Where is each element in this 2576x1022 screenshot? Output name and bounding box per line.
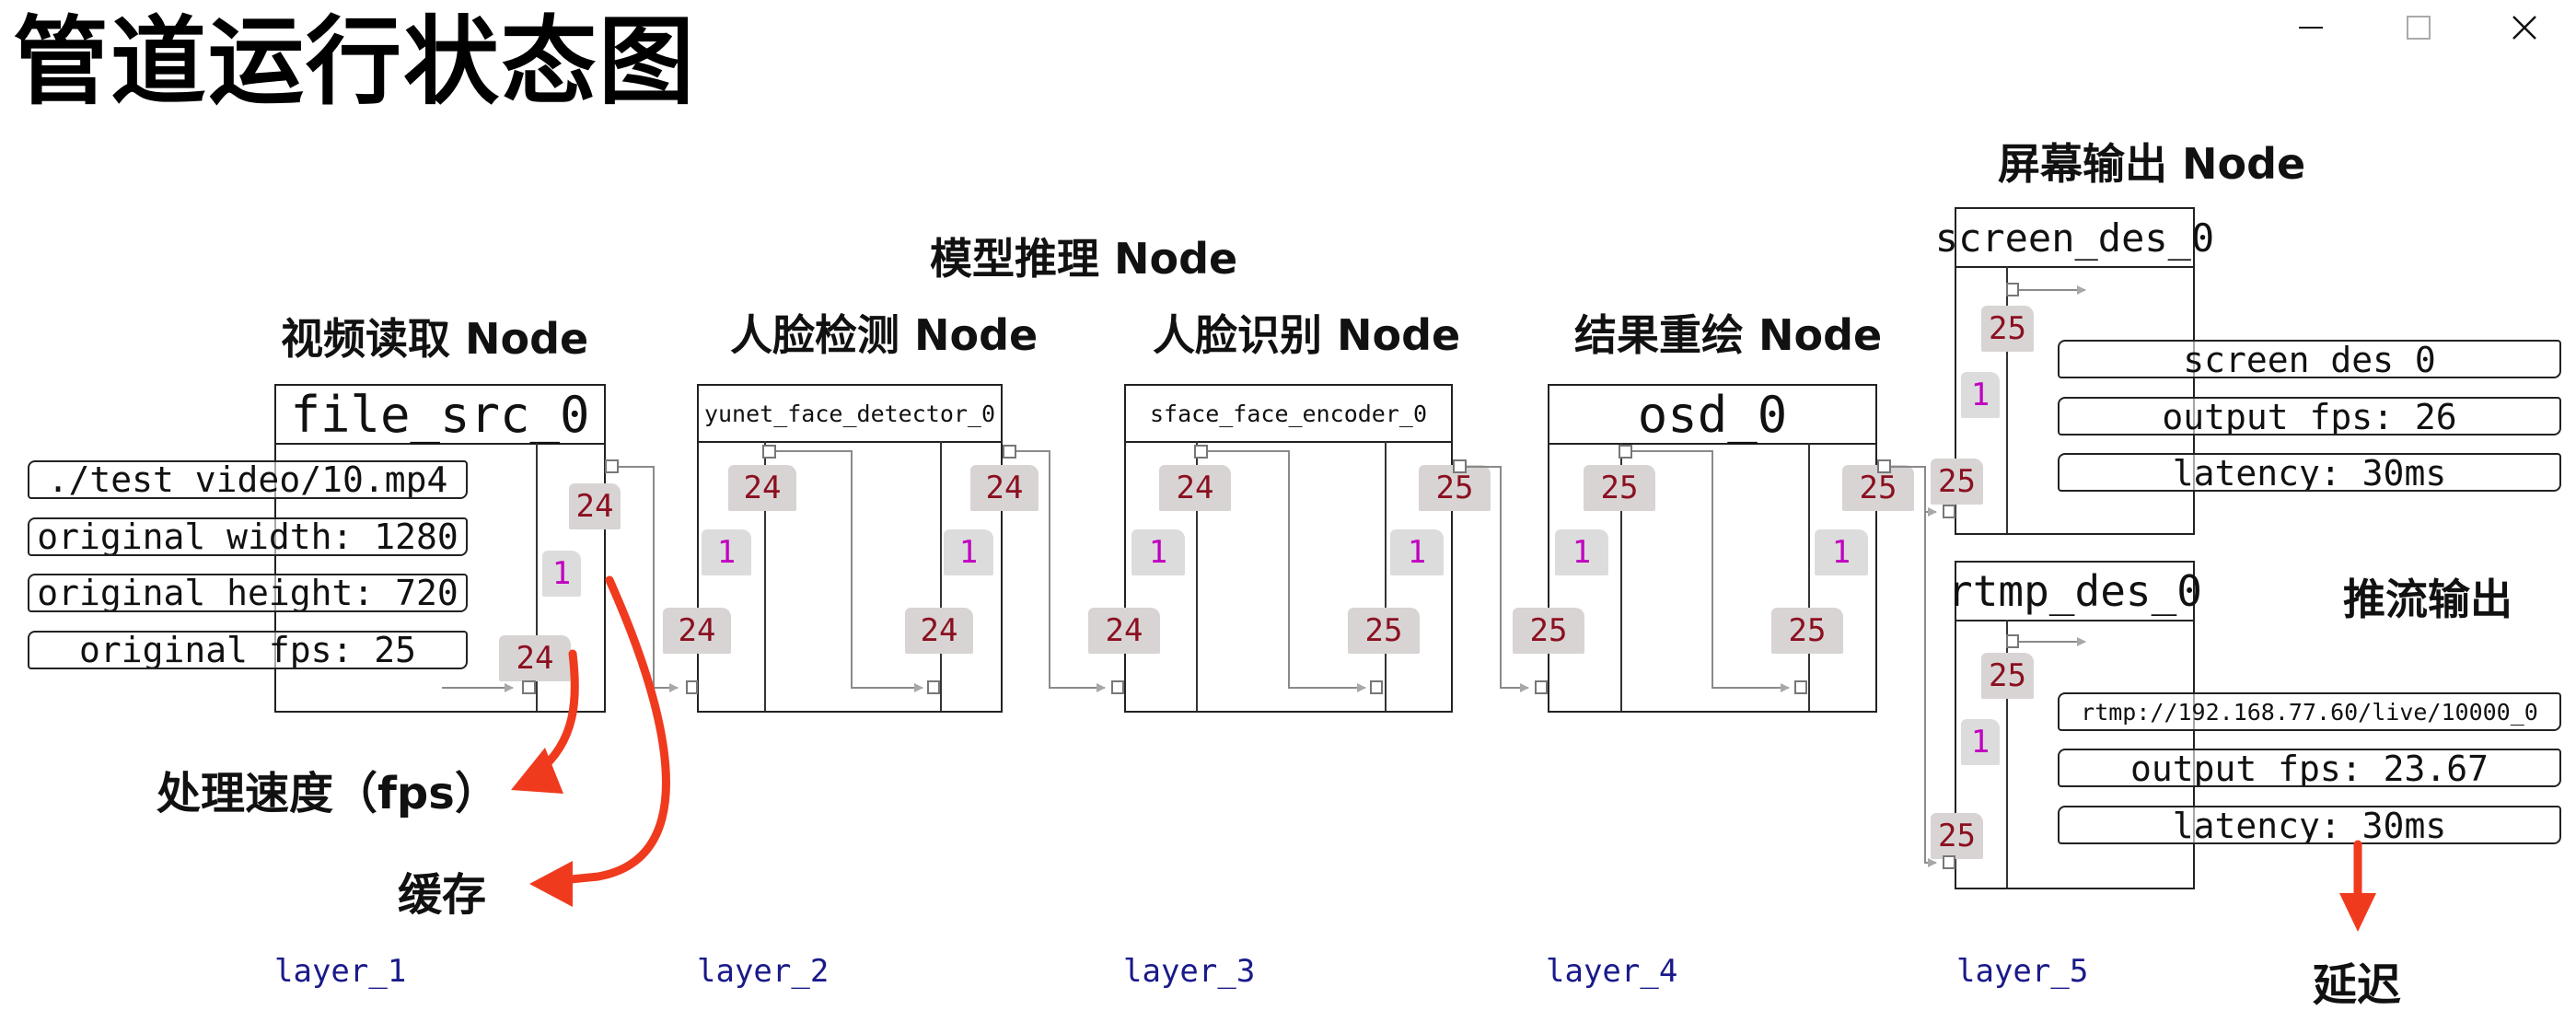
fps-badge: 25	[1842, 465, 1914, 511]
minimize-button[interactable]	[2283, 7, 2338, 48]
file-src-field-height: original_height: 720	[28, 574, 468, 612]
maximize-button[interactable]	[2391, 7, 2446, 48]
node-name: osd_0	[1549, 386, 1875, 445]
port	[1535, 680, 1548, 694]
latency-arrowhead	[2339, 893, 2376, 932]
close-icon	[2512, 16, 2536, 40]
fps-badge: 24	[1088, 608, 1160, 654]
connector-line	[1924, 512, 1937, 867]
fps-badge: 25	[1771, 608, 1843, 654]
fps-badge: 24	[905, 608, 973, 654]
fps-badge: 25	[1584, 465, 1655, 511]
node-screen[interactable]: screen_des_0	[1935, 207, 2214, 535]
node-file-src[interactable]: file_src_0	[274, 384, 606, 713]
annotation-latency: 延迟	[2313, 959, 2402, 1011]
fps-badge: 24	[499, 635, 571, 681]
node-name: screen_des_0	[1935, 209, 2214, 268]
screen-field-fps: output_fps: 26	[2058, 397, 2561, 436]
cache-badge: 1	[1555, 529, 1608, 575]
node-name: yunet_face_detector_0	[699, 386, 1001, 443]
file-src-field-path: ./test_video/10.mp4	[28, 460, 468, 499]
node-divider	[2006, 620, 2008, 888]
port	[1003, 445, 1016, 459]
node-rtmp[interactable]: rtmp_des_0	[1947, 561, 2202, 889]
close-button[interactable]	[2497, 7, 2552, 48]
node-osd[interactable]: osd_0	[1548, 384, 1877, 713]
page-title: 管道运行状态图	[13, 6, 697, 118]
node-divider	[940, 441, 942, 711]
screen-field-latency: latency: 30ms	[2058, 453, 2561, 492]
caption-rtmp: 推流输出	[2343, 575, 2512, 624]
fps-badge: 24	[569, 483, 621, 529]
port	[605, 459, 619, 473]
rtmp-field-latency: latency: 30ms	[2058, 806, 2561, 844]
connector-line	[619, 466, 679, 692]
layer-label: layer_2	[697, 953, 830, 990]
port	[1943, 505, 1955, 518]
fps-arrowhead	[511, 748, 563, 794]
fps-badge: 25	[1981, 306, 2034, 352]
rtmp-field-fps: output_fps: 23.67	[2058, 749, 2561, 787]
caption-yunet: 人脸检测 Node	[730, 310, 1039, 360]
annotation-fps: 处理速度（fps）	[157, 768, 499, 819]
fps-badge: 25	[1348, 608, 1420, 654]
node-divider	[1196, 441, 1198, 711]
fps-badge: 25	[1931, 459, 1983, 505]
screen-field-name: screen_des_0	[2058, 340, 2561, 378]
layer-label: layer_4	[1546, 953, 1678, 990]
fps-badge: 25	[1513, 608, 1584, 654]
layer-label: layer_5	[1956, 953, 2089, 990]
minimize-icon	[2299, 27, 2323, 29]
caption-osd: 结果重绘 Node	[1574, 310, 1883, 360]
port	[1111, 680, 1124, 694]
fps-badge: 24	[1159, 465, 1231, 511]
node-divider	[536, 443, 538, 711]
node-name: sface_face_encoder_0	[1126, 386, 1451, 443]
cache-badge: 1	[1131, 529, 1185, 575]
caption-screen: 屏幕输出 Node	[1998, 139, 2306, 189]
fps-badge: 25	[1931, 813, 1983, 859]
node-divider	[1620, 443, 1622, 711]
file-src-field-fps: original_fps: 25	[28, 631, 468, 669]
node-yunet[interactable]: yunet_face_detector_0	[697, 384, 1003, 713]
fps-badge: 25	[1981, 653, 2034, 699]
cache-badge: 1	[1390, 529, 1444, 575]
cache-badge: 1	[702, 529, 751, 575]
cache-arrowhead	[529, 861, 573, 907]
cache-badge: 1	[542, 551, 581, 597]
node-name: file_src_0	[276, 386, 604, 445]
node-divider	[764, 441, 766, 711]
rtmp-field-url: rtmp://192.168.77.60/live/10000_0	[2058, 692, 2561, 731]
port	[686, 680, 698, 694]
fps-badge: 24	[663, 608, 731, 654]
cache-badge: 1	[1961, 372, 2000, 418]
layer-label: layer_3	[1123, 953, 1256, 990]
node-name: rtmp_des_0	[1947, 563, 2202, 621]
annotation-cache: 缓存	[398, 869, 487, 921]
cache-badge: 1	[944, 529, 993, 575]
file-src-field-width: original_width: 1280	[28, 517, 468, 556]
node-divider	[1808, 443, 1810, 711]
node-divider	[1385, 441, 1387, 711]
cache-badge: 1	[1961, 719, 2000, 765]
layer-label: layer_1	[274, 953, 407, 990]
fps-badge: 25	[1419, 465, 1491, 511]
node-divider	[2006, 266, 2008, 533]
caption-model-group: 模型推理 Node	[930, 234, 1238, 284]
maximize-icon	[2407, 16, 2431, 40]
caption-file-src: 视频读取 Node	[281, 314, 589, 364]
cache-badge: 1	[1815, 529, 1868, 575]
fps-badge: 24	[970, 465, 1039, 511]
caption-sface: 人脸识别 Node	[1153, 310, 1461, 360]
fps-badge: 24	[728, 465, 796, 511]
node-sface[interactable]: sface_face_encoder_0	[1124, 384, 1453, 713]
